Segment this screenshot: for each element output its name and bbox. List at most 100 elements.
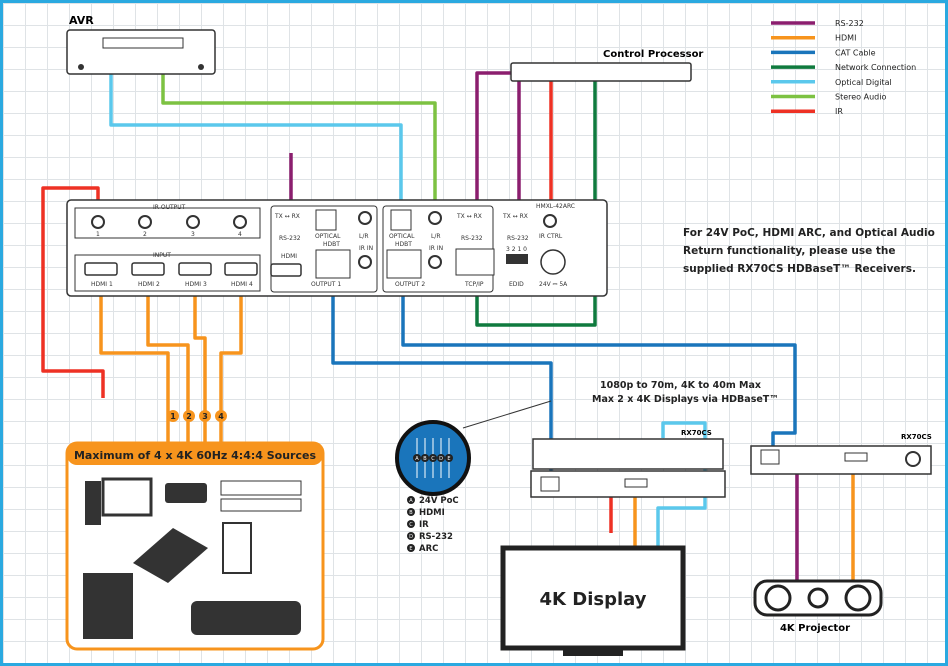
source-number-badge — [183, 410, 195, 422]
feature-label: RS-232 — [419, 532, 453, 542]
input-label: INPUT — [153, 252, 171, 259]
receiver-1-label: RX70CS — [681, 429, 712, 437]
ir-port-number: 2 — [143, 231, 147, 238]
legend-label: Stereo Audio — [835, 93, 886, 102]
feature-badge — [407, 508, 415, 516]
conductor-letter: C — [431, 456, 435, 462]
ir-in-label-1: IR IN — [359, 245, 373, 252]
feature-badge — [407, 532, 415, 540]
distance-line-2: Max 2 x 4K Displays via HDBaseT™ — [592, 394, 779, 405]
4k-projector: 4K Projector — [753, 579, 883, 634]
ir-output-port — [91, 215, 105, 229]
conductor-badge — [437, 454, 445, 462]
legend-label: HDMI — [835, 34, 856, 43]
feature-letter: D — [409, 534, 413, 540]
source-number: 2 — [186, 412, 192, 421]
legend-label: Network Connection — [835, 63, 916, 72]
note-line-3: supplied RX70CS HDBaseT™ Receivers. — [683, 263, 916, 275]
legend-label: CAT Cable — [835, 48, 876, 57]
ir-output-port — [186, 215, 200, 229]
conductor-letter: D — [439, 456, 443, 462]
distance-note: 1080p to 70m, 4K to 40m Max Max 2 x 4K D… — [592, 380, 779, 405]
source-number-badge — [199, 410, 211, 422]
hdmi-input-port — [224, 262, 258, 276]
source-devices-icons — [83, 477, 302, 639]
feature-label: IR — [419, 520, 429, 530]
avr-label: AVR — [69, 14, 94, 27]
hdmi-input-label: HDMI 3 — [185, 281, 207, 288]
display-label: 4K Display — [540, 589, 647, 610]
conductor-badge — [445, 454, 453, 462]
note-line-2: Return functionality, please use the — [683, 245, 896, 257]
rs232-label-2: RS-232 — [461, 235, 483, 242]
avr-device: AVR — [66, 14, 216, 75]
note-line-1: For 24V PoC, HDMI ARC, and Optical Audio — [683, 227, 935, 239]
sources-panel: Maximum of 4 x 4K 60Hz 4:4:4 Sources 1 2 3… — [65, 410, 325, 651]
arc-note: For 24V PoC, HDMI ARC, and Optical Audio… — [683, 227, 935, 275]
sources-title: Maximum of 4 x 4K 60Hz 4:4:4 Sources — [74, 449, 316, 462]
feature-letter: E — [409, 546, 412, 552]
feature-label: 24V PoC — [419, 496, 459, 506]
feature-letter: B — [409, 510, 413, 516]
conductor-badge — [413, 454, 421, 462]
optical-label-1: OPTICAL — [315, 233, 341, 240]
cable-rs232-cp-1 — [475, 71, 521, 221]
feature-badge — [407, 496, 415, 504]
hdmi-input-label: HDMI 1 — [91, 281, 113, 288]
switcher-model-label: HMXL-42ARC — [536, 203, 575, 210]
ir-output-label: IR OUTPUT — [153, 204, 186, 211]
receiver-2-label: RX70CS — [901, 433, 932, 441]
feature-letter: C — [409, 522, 413, 528]
source-number: 3 — [202, 412, 208, 421]
rs232-label-1: RS-232 — [279, 235, 301, 242]
hdmi-input-port — [131, 262, 165, 276]
conductor-badge — [429, 454, 437, 462]
conductor-letter: B — [423, 456, 427, 462]
cable-stereo-avr — [161, 73, 437, 221]
tx-rx-label-3: TX ↔ RX — [502, 213, 528, 220]
hdbt-label-2: HDBT — [395, 241, 412, 248]
conductor-letter: E — [447, 456, 450, 462]
ir-output-port — [233, 215, 247, 229]
legend-label: Optical Digital — [835, 78, 892, 87]
projector-label: 4K Projector — [780, 623, 850, 634]
ir-port-number: 1 — [96, 231, 100, 238]
hdmi-input-port — [84, 262, 118, 276]
optical-label-2: OPTICAL — [389, 233, 415, 240]
ir-ctrl-label: IR CTRL — [539, 233, 563, 240]
edid-label: EDID — [509, 281, 524, 288]
edid-switch-label: 3 2 1 0 — [506, 246, 527, 253]
conductor-letter: A — [415, 456, 419, 462]
source-number: 4 — [218, 412, 224, 421]
receiver-2: RX70CS — [750, 433, 932, 475]
tx-rx-label-2: TX ↔ RX — [456, 213, 482, 220]
conductor-badge — [421, 454, 429, 462]
rs232-label-3: RS-232 — [507, 235, 529, 242]
cable-optical-avr — [109, 73, 403, 221]
source-number: 1 — [170, 412, 176, 421]
source-number-badge — [215, 410, 227, 422]
legend-label: RS-232 — [835, 19, 864, 28]
tx-rx-label-1: TX ↔ RX — [274, 213, 300, 220]
ir-output-port — [138, 215, 152, 229]
power-label: 24V ⎓ 5A — [539, 281, 568, 288]
output1-label: OUTPUT 1 — [311, 281, 341, 288]
tcpip-label: TCP/IP — [464, 281, 484, 288]
hdmi-input-port — [178, 262, 212, 276]
cable-cat-2 — [401, 263, 797, 455]
feature-label: ARC — [419, 544, 438, 554]
hdmi-out-label: HDMI — [281, 253, 297, 260]
ir-port-number: 3 — [191, 231, 195, 238]
receiver-1: RX70CS — [530, 429, 726, 498]
cable-cat-1 — [331, 263, 553, 481]
output2-label: OUTPUT 2 — [395, 281, 425, 288]
source-number-badge — [167, 410, 179, 422]
feature-badge — [407, 544, 415, 552]
control-processor-device: Control Processor — [510, 49, 703, 82]
feature-letter: A — [409, 498, 413, 504]
